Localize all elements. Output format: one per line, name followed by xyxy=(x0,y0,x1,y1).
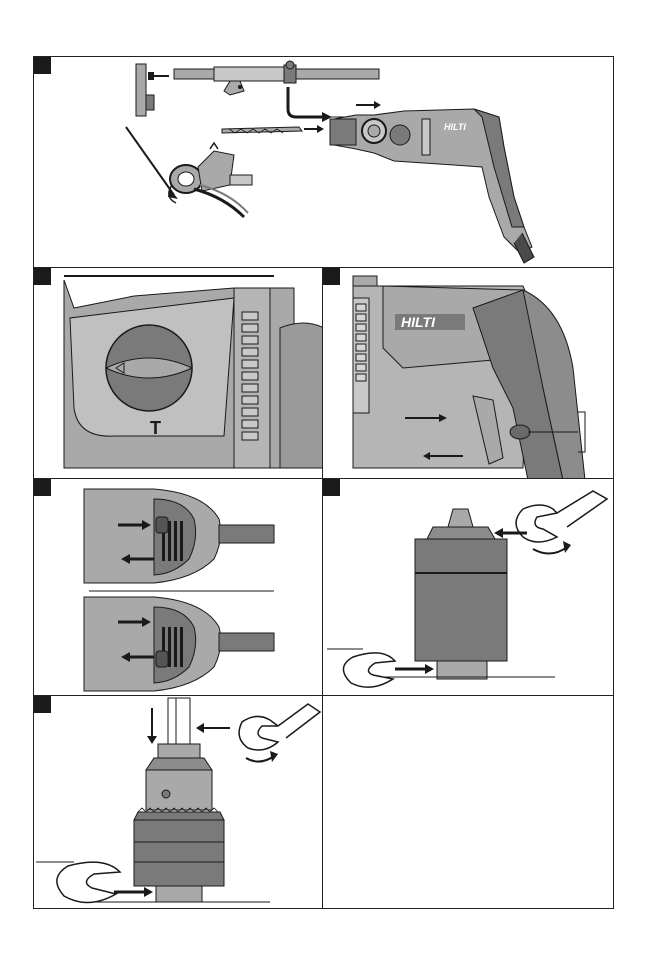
figure-panel-2: T xyxy=(33,267,323,479)
figure-panel-empty xyxy=(322,695,614,909)
mode-symbol: T xyxy=(150,418,161,438)
chuck-removal-illustration xyxy=(323,479,614,696)
drill-overview-illustration: HILTI xyxy=(34,57,614,268)
drill-brand-logo: HILTI xyxy=(401,314,436,330)
geared-chuck-removal-illustration xyxy=(34,696,323,909)
function-selector-illustration: T xyxy=(34,268,323,479)
switch-reverse-view xyxy=(84,597,274,691)
direction-switch-illustration xyxy=(34,479,323,696)
switch-forward-view xyxy=(84,489,274,583)
figure-panel-5 xyxy=(322,478,614,696)
trigger-switch-illustration: HILTI xyxy=(323,268,614,479)
figure-panel-1: HILTI xyxy=(33,56,614,268)
figure-panel-6 xyxy=(33,695,323,909)
figure-panel-3: HILTI xyxy=(322,267,614,479)
drill-brand-logo-small: HILTI xyxy=(444,122,466,132)
figure-panel-4 xyxy=(33,478,323,696)
